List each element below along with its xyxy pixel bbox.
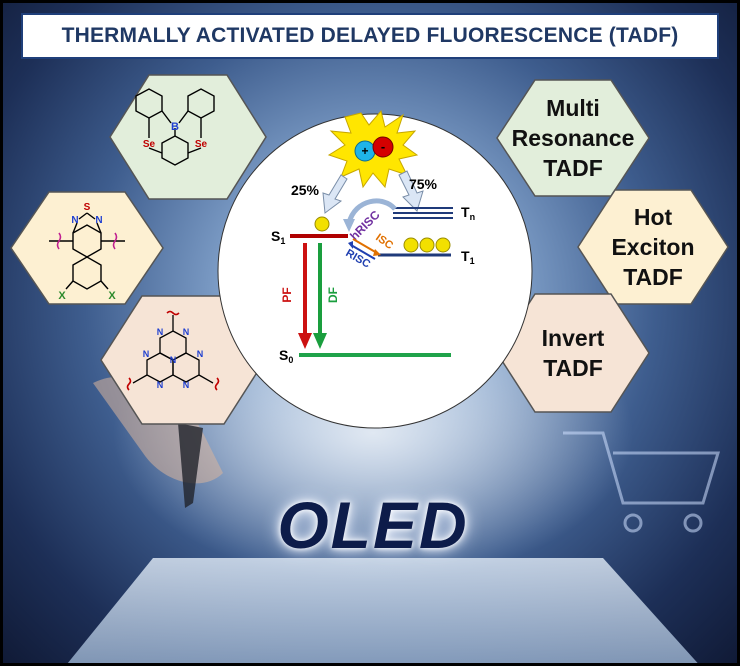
heptazine-nitrogen-labels: N N N N N N N [143, 327, 204, 390]
tn-label: Tn [461, 204, 475, 222]
boron-label: B [171, 121, 179, 133]
heptazine-n: N [157, 380, 164, 390]
singlet-formation-arrow [322, 174, 348, 214]
molecule-boron-selenium [135, 88, 215, 166]
hexagon-boron-selenium [109, 74, 267, 200]
isc-arrow [352, 238, 378, 254]
invert-label: Invert TADF [497, 294, 649, 412]
oled-logo: OLED [277, 488, 469, 562]
df-arrowhead [313, 333, 327, 349]
multi-resonance-line-2: Resonance [511, 125, 635, 151]
charge-plus-label: + [361, 144, 368, 158]
triplet-formation-arrow [398, 170, 424, 212]
diagram-layer: B Se Se N N S X X [10, 74, 729, 429]
wavy-bond-left [56, 232, 62, 250]
triplet-exciton [419, 237, 435, 253]
multi-resonance-line-1: Multi [546, 95, 600, 121]
heptazine-wavy-top [166, 310, 180, 316]
heptazine-n: N [143, 349, 150, 359]
hexagon-multi-resonance [496, 79, 650, 197]
heptazine-n: N [157, 327, 164, 337]
risc-arrow [350, 244, 376, 260]
wavy-bond-right [112, 232, 118, 250]
isc-arrowhead [373, 249, 381, 256]
thiadiazole-s: S [84, 202, 91, 213]
singlet-percent: 25% [291, 182, 320, 198]
df-label: DF [326, 287, 340, 303]
hot-exciton-line-2: Exciton [611, 234, 695, 260]
selenium-left-label: Se [143, 139, 156, 150]
hexagon-thiadiazole [10, 191, 164, 305]
jablonski-circle [217, 113, 533, 429]
electron-particle [372, 136, 394, 158]
hexagon-invert [496, 293, 650, 413]
singlet-exciton [314, 216, 330, 232]
triplet-exciton [403, 237, 419, 253]
multi-resonance-line-3: TADF [543, 155, 603, 181]
hot-exciton-line-1: Hot [633, 204, 673, 230]
pen-shape [178, 423, 203, 508]
charge-minus-label: - [381, 139, 385, 154]
hrisc-arrow [346, 198, 397, 224]
substituent-x-right: X [108, 290, 116, 302]
pf-label: PF [280, 287, 294, 302]
invert-line-1: Invert [541, 325, 605, 351]
t1-label: T1 [461, 248, 475, 266]
hrisc-arrowhead [343, 219, 355, 232]
tn-level [393, 207, 453, 219]
hot-exciton-line-3: TADF [623, 264, 683, 290]
multi-resonance-label: Multi Resonance TADF [497, 80, 649, 196]
thiadiazole-n-right: N [95, 215, 102, 226]
molecule-heptazine [132, 315, 214, 384]
figure-title: THERMALLY ACTIVATED DELAYED FLUORESCENCE… [61, 24, 679, 47]
title-banner: THERMALLY ACTIVATED DELAYED FLUORESCENCE… [21, 13, 719, 59]
s1-label: S1 [271, 228, 285, 246]
s0-label: S0 [279, 347, 293, 365]
substituent-x-left: X [58, 290, 66, 302]
heptazine-wavy-right [214, 377, 220, 391]
heptazine-n: N [170, 355, 177, 365]
heptazine-n: N [183, 380, 190, 390]
pf-arrowhead [298, 333, 312, 349]
heptazine-wavy-left [126, 377, 132, 391]
tablet-shape [67, 558, 698, 663]
risc-arrowhead [348, 241, 353, 249]
triplet-percent: 75% [409, 176, 438, 192]
heptazine-n: N [183, 327, 190, 337]
hot-exciton-label: Hot Exciton TADF [578, 190, 728, 304]
cart-icon [563, 431, 721, 533]
invert-line-2: TADF [543, 355, 603, 381]
thiadiazole-n-left: N [71, 215, 78, 226]
selenium-right-label: Se [195, 139, 208, 150]
molecule-thiadiazole [49, 212, 125, 290]
heptazine-n: N [197, 349, 204, 359]
triplet-exciton [435, 237, 451, 253]
